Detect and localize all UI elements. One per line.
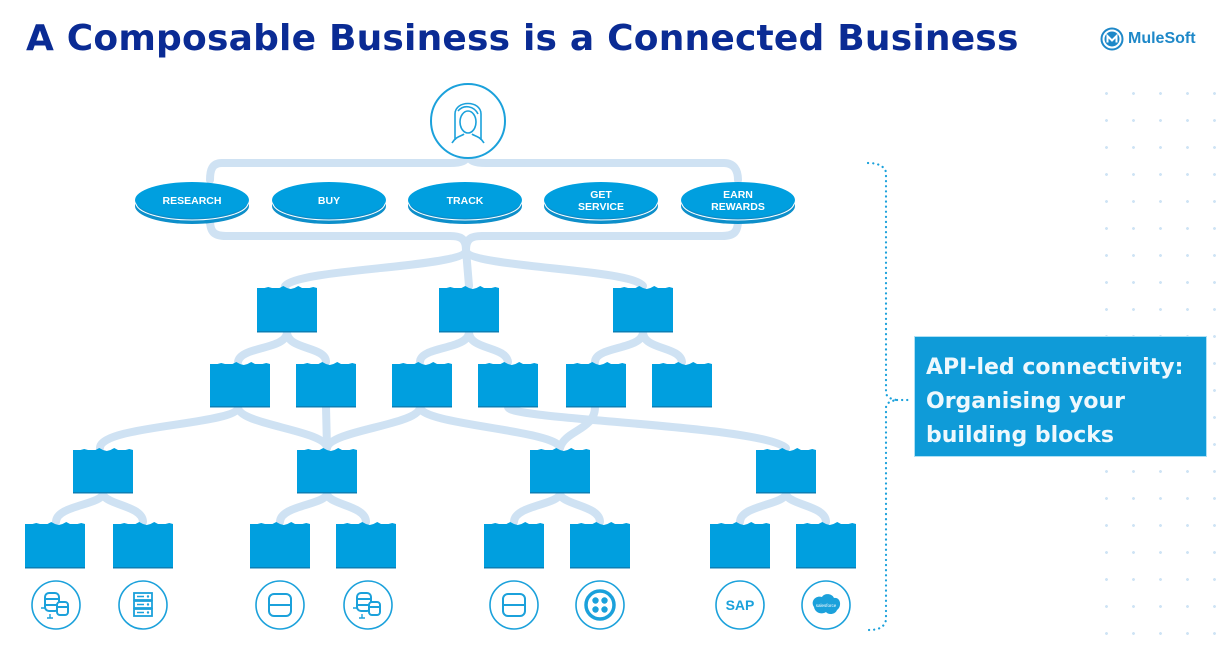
system-api-block — [336, 522, 396, 569]
connector-line — [736, 489, 790, 526]
connector-line — [99, 489, 147, 526]
connector-line — [96, 403, 242, 452]
connector-line — [464, 148, 742, 184]
connector-line — [234, 328, 291, 366]
experience-label-line: RESEARCH — [162, 195, 222, 207]
connector-line — [416, 328, 473, 366]
experience-label-line: REWARDS — [711, 201, 765, 213]
connector-line — [323, 489, 370, 526]
experience-api-research — [135, 182, 249, 224]
callout-box: API-led connectivity: Organising your bu… — [914, 336, 1207, 457]
system-api-block — [756, 448, 816, 494]
process-api-block — [652, 362, 712, 408]
system-api-block — [710, 522, 770, 569]
connector-line — [510, 489, 564, 526]
customer-node — [430, 83, 506, 159]
system-api-block — [796, 522, 856, 569]
database-icon — [489, 580, 539, 630]
experience-label-line: GET — [590, 189, 612, 201]
server-rack-icon — [118, 580, 168, 630]
system-api-block — [73, 448, 133, 494]
database-icon — [255, 580, 305, 630]
salesforce-icon: salesforce — [801, 580, 851, 630]
connector-line — [416, 403, 564, 452]
experience-label-line: TRACK — [446, 195, 484, 207]
salesforce-label: salesforce — [816, 603, 837, 608]
connector-line — [283, 328, 330, 366]
experience-label: BUY — [318, 195, 340, 207]
callout-line-1: API-led connectivity: — [926, 355, 1184, 380]
callout-line-3: building blocks — [926, 423, 1115, 448]
mulesoft-logo-icon — [1100, 27, 1124, 51]
experience-api-earn-rewards — [681, 182, 795, 224]
process-api-block — [566, 362, 626, 408]
page-title: A Composable Business is a Connected Bus… — [26, 18, 1019, 59]
sap-icon: SAP — [715, 580, 765, 630]
customer-avatar-icon — [430, 83, 506, 159]
system-api-block — [297, 448, 357, 494]
experience-layer — [135, 182, 795, 224]
connector-line — [639, 328, 686, 366]
experience-label: TRACK — [447, 195, 484, 207]
system-api-block — [250, 522, 310, 569]
twilio-icon — [575, 580, 625, 630]
process-api-block — [439, 286, 499, 333]
system-api-block — [25, 522, 85, 569]
system-api-block — [570, 522, 630, 569]
connector-line — [556, 403, 599, 452]
connector-line — [591, 328, 647, 366]
connector-line — [556, 489, 604, 526]
mulesoft-logo: MuleSoft — [1100, 27, 1196, 51]
system-layer: SAP salesforce — [31, 580, 851, 630]
connectors — [52, 148, 830, 526]
experience-label-line: SERVICE — [578, 201, 624, 213]
system-api-block — [530, 448, 590, 494]
experience-api-buy — [272, 182, 386, 224]
database-cluster-icon — [343, 580, 393, 630]
system-api-block — [113, 522, 173, 569]
connector-line — [462, 216, 742, 254]
experience-label: RESEARCH — [163, 195, 222, 207]
process-api-block — [478, 362, 538, 408]
connector-line — [323, 403, 424, 452]
system-api-block — [484, 522, 544, 569]
connector-line — [276, 489, 331, 526]
process-api-block — [613, 286, 673, 333]
experience-api-get-service — [544, 182, 658, 224]
process-api-block — [210, 362, 270, 408]
connector-line — [462, 246, 647, 290]
connector-line — [206, 216, 470, 254]
connector-line — [206, 148, 472, 184]
process-api-block — [296, 362, 356, 408]
experience-label-line: EARN — [723, 189, 753, 201]
sap-label: SAP — [726, 597, 755, 613]
database-cluster-icon — [31, 580, 81, 630]
layer-bracket — [866, 161, 914, 632]
connector-line — [52, 489, 107, 526]
connector-line — [281, 246, 470, 290]
process-api-block — [392, 362, 452, 408]
connector-line — [504, 403, 790, 452]
logo-text: MuleSoft — [1128, 30, 1196, 47]
callout-line-2: Organising your — [926, 389, 1126, 414]
experience-api-track — [408, 182, 522, 224]
connector-line — [782, 489, 830, 526]
dotted-bracket — [866, 161, 898, 632]
api-blocks — [25, 286, 856, 569]
connector-line — [465, 328, 512, 366]
experience-label-line: BUY — [317, 195, 341, 207]
connector-line — [234, 403, 331, 452]
process-api-block — [257, 286, 317, 333]
